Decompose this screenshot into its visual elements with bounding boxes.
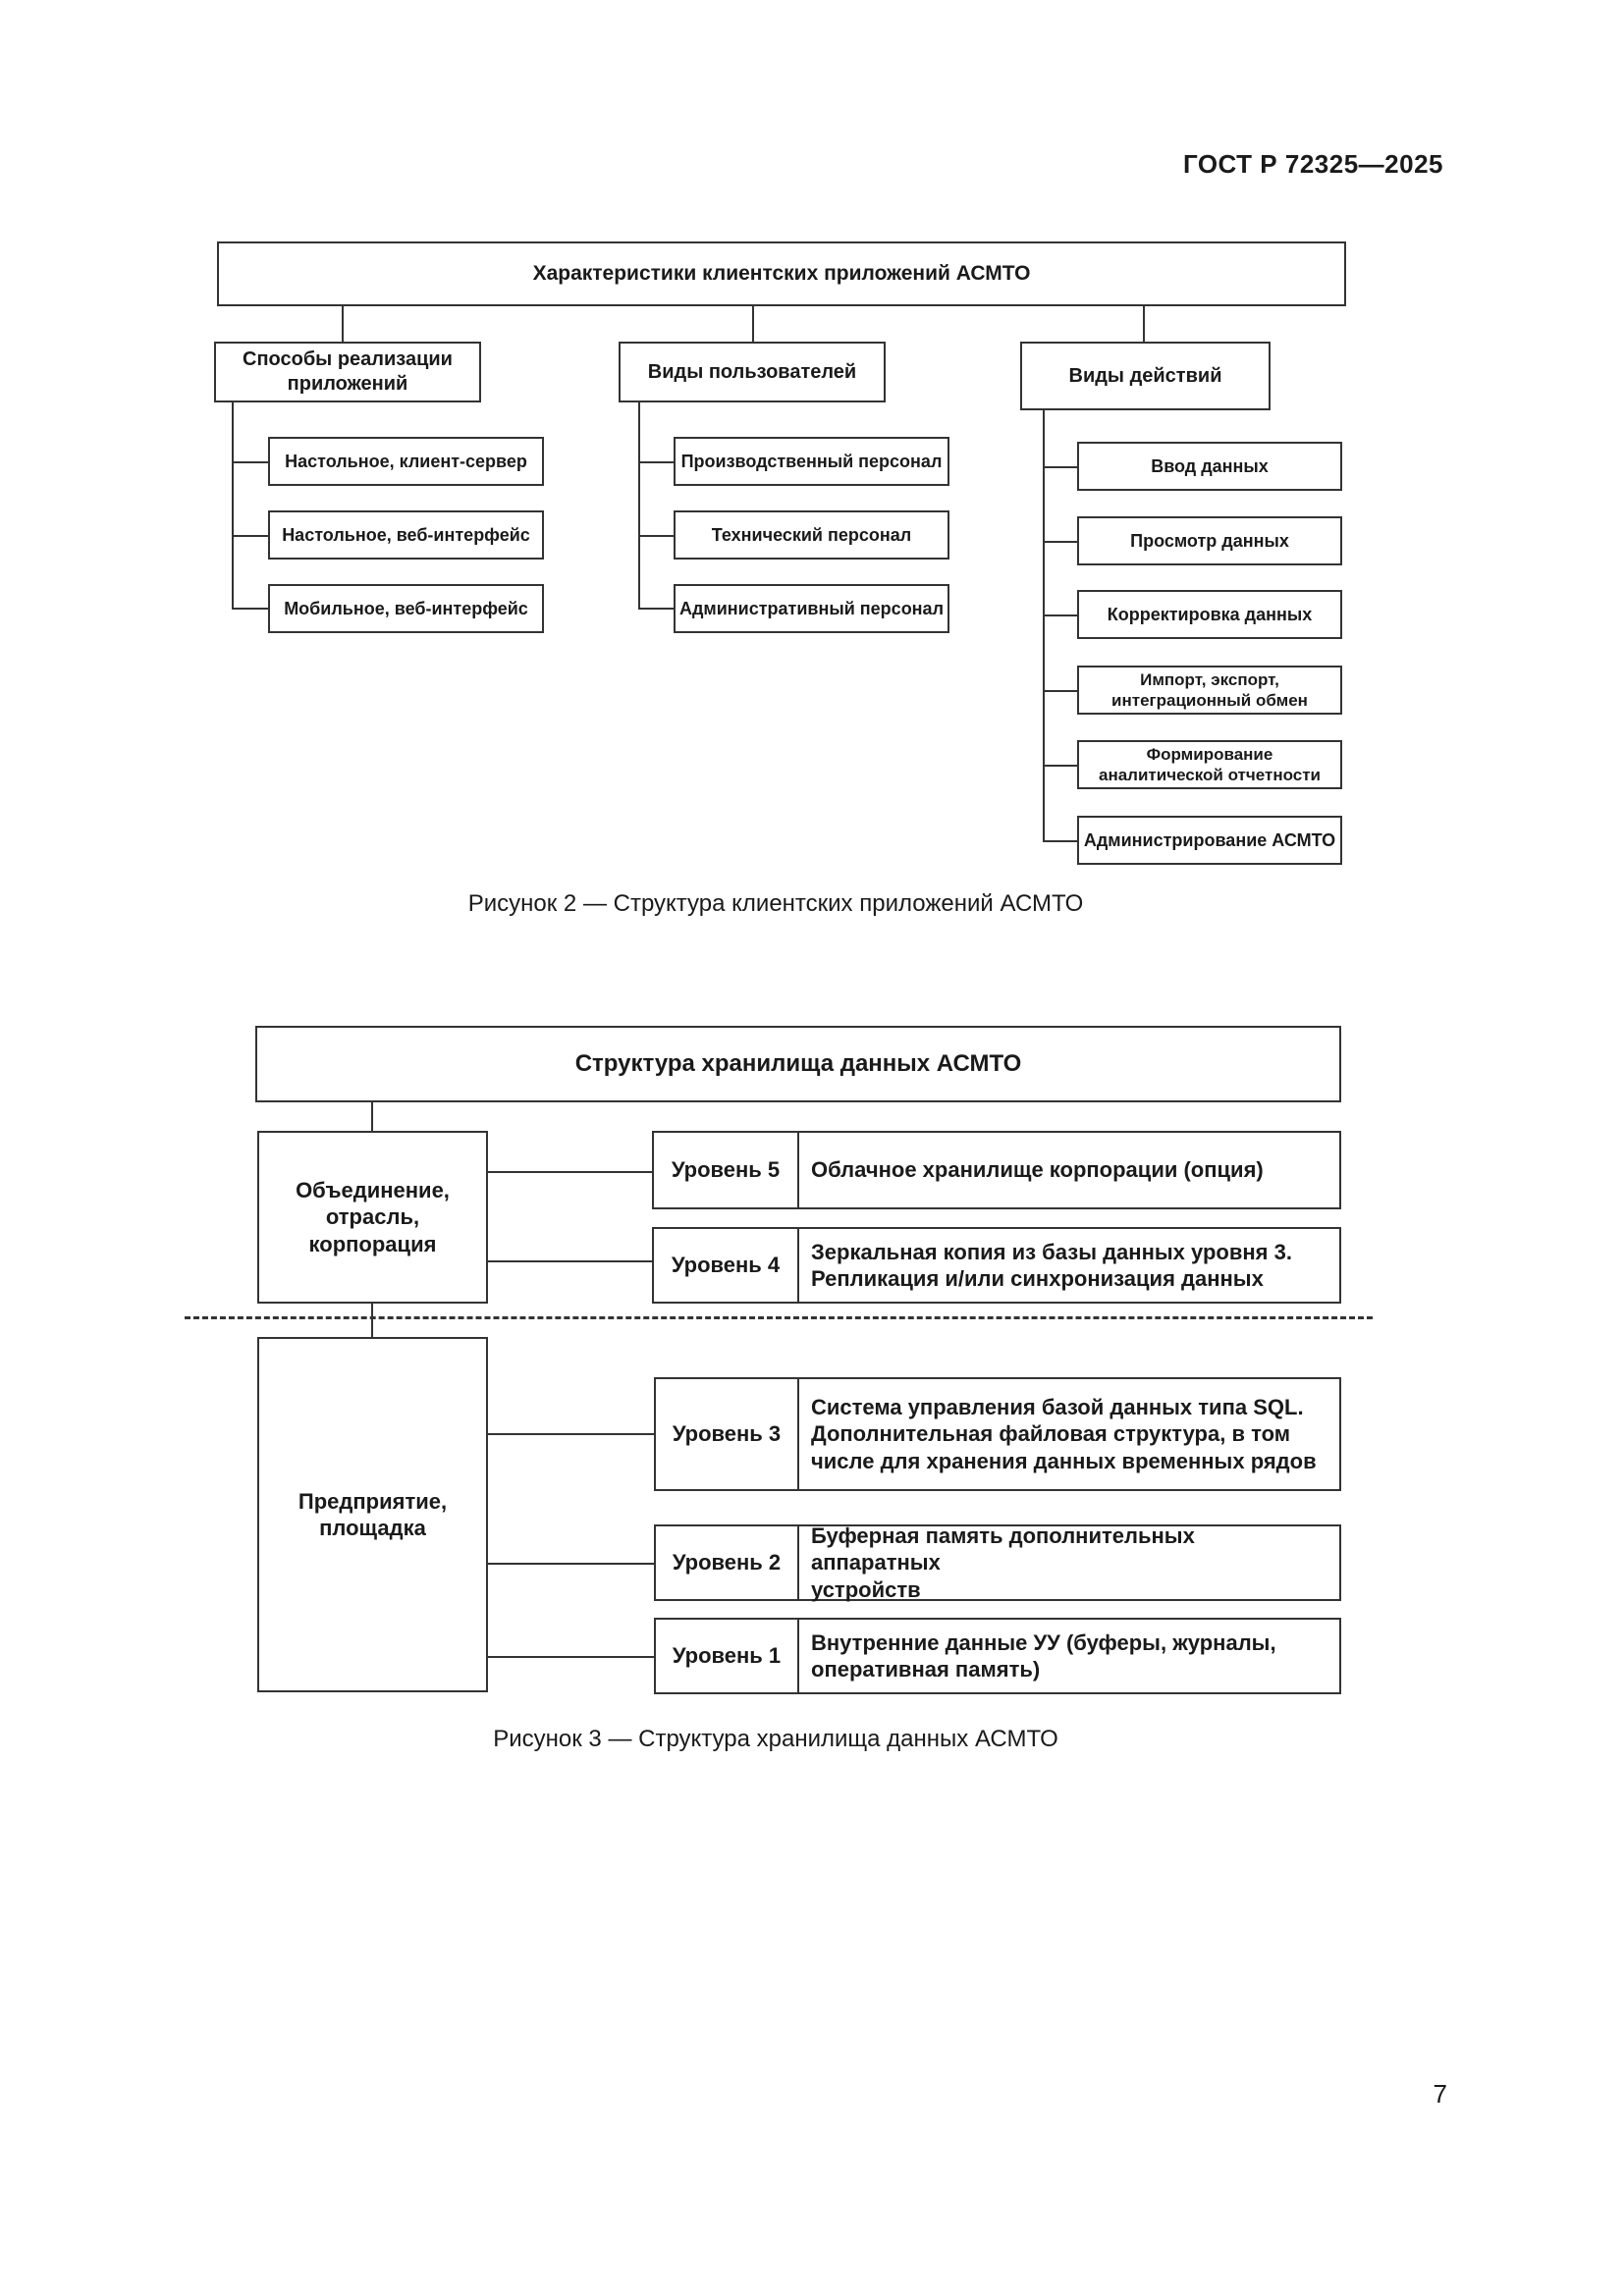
- fig2-col1-item-label: Мобильное, веб-интерфейс: [284, 598, 528, 618]
- fig3-level-label: Уровень 3: [672, 1421, 782, 1447]
- fig3-title: Структура хранилища данных АСМТО: [574, 1050, 1022, 1077]
- fig3-level-label-box: Уровень 4: [652, 1227, 799, 1304]
- fig2-title-box: Характеристики клиентских приложений АСМ…: [217, 241, 1346, 306]
- connector: [1043, 765, 1078, 767]
- fig3-level-desc: Буферная память дополнительных аппаратны…: [811, 1522, 1195, 1602]
- connector: [488, 1563, 655, 1565]
- fig2-col3-item-label: Просмотр данных: [1130, 530, 1289, 551]
- connector: [1043, 840, 1078, 842]
- fig3-level-desc: Внутренние данные УУ (буферы, журналы, о…: [811, 1629, 1276, 1682]
- fig3-level-desc: Облачное хранилище корпорации (опция): [811, 1157, 1264, 1183]
- fig3-level-label: Уровень 4: [671, 1253, 781, 1278]
- connector: [638, 402, 640, 609]
- connector: [488, 1433, 655, 1435]
- fig2-col1-heading-box: Способы реализации приложений: [214, 342, 481, 402]
- connector: [232, 535, 269, 537]
- fig2-col1-item-label: Настольное, клиент-сервер: [285, 451, 527, 471]
- page-number: 7: [1433, 2079, 1447, 2109]
- fig2-col2-item: Технический персонал: [674, 510, 949, 560]
- fig2-col2-item-label: Административный персонал: [678, 598, 945, 618]
- connector: [371, 1102, 373, 1132]
- connector: [1143, 306, 1145, 344]
- fig2-col2-item-label: Технический персонал: [711, 524, 912, 545]
- fig3-level-label: Уровень 1: [672, 1643, 782, 1669]
- fig3-level-desc-box: Внутренние данные УУ (буферы, журналы, о…: [797, 1618, 1341, 1694]
- fig3-level-desc: Система управления базой данных типа SQL…: [811, 1394, 1317, 1473]
- connector: [342, 306, 344, 344]
- connector: [232, 461, 269, 463]
- connector: [232, 608, 269, 610]
- connector: [371, 1304, 373, 1337]
- fig2-col1-item: Настольное, веб-интерфейс: [268, 510, 544, 560]
- fig2-col3-item-label: Формирование аналитической отчетности: [1099, 744, 1321, 784]
- fig2-col3-item: Администрирование АСМТО: [1077, 816, 1342, 865]
- connector: [1043, 614, 1078, 616]
- fig2-title: Характеристики клиентских приложений АСМ…: [532, 261, 1031, 285]
- fig2-col1-heading: Способы реализации приложений: [243, 348, 453, 395]
- fig3-level-desc-box: Зеркальная копия из базы данных уровня 3…: [797, 1227, 1341, 1304]
- fig3-level-desc-box: Система управления базой данных типа SQL…: [797, 1377, 1341, 1491]
- fig2-col3-heading-box: Виды действий: [1020, 342, 1271, 410]
- connector: [1043, 466, 1078, 468]
- fig2-col2-heading: Виды пользователей: [647, 360, 857, 383]
- fig3-level-desc-box: Буферная память дополнительных аппаратны…: [797, 1522, 1341, 1602]
- fig2-col3-item: Просмотр данных: [1077, 516, 1342, 565]
- connector: [488, 1260, 653, 1262]
- connector: [638, 461, 675, 463]
- fig2-col1-item: Настольное, клиент-сервер: [268, 437, 544, 486]
- fig3-level-desc-box: Облачное хранилище корпорации (опция): [797, 1131, 1341, 1209]
- fig2-col3-item: Корректировка данных: [1077, 590, 1342, 639]
- fig3-level-label-box: Уровень 2: [654, 1524, 799, 1601]
- fig3-group-top: Объединение, отрасль, корпорация: [296, 1177, 450, 1256]
- fig3-level-desc: Зеркальная копия из базы данных уровня 3…: [811, 1239, 1292, 1292]
- separator-dashed-line: [185, 1316, 1373, 1319]
- fig2-col3-item-label: Корректировка данных: [1107, 604, 1313, 624]
- fig2-col3-item: Ввод данных: [1077, 442, 1342, 491]
- connector: [638, 535, 675, 537]
- connector: [638, 608, 675, 610]
- fig2-col3-item: Формирование аналитической отчетности: [1077, 740, 1342, 789]
- fig3-level-label-box: Уровень 3: [654, 1377, 799, 1491]
- connector: [1043, 690, 1078, 692]
- fig2-col2-item: Производственный персонал: [674, 437, 949, 486]
- fig3-level-label-box: Уровень 1: [654, 1618, 799, 1694]
- fig3-group-bottom-box: Предприятие, площадка: [257, 1337, 488, 1692]
- fig3-group-top-box: Объединение, отрасль, корпорация: [257, 1131, 488, 1304]
- fig3-group-bottom: Предприятие, площадка: [298, 1488, 448, 1541]
- connector: [1043, 541, 1078, 543]
- fig2-col3-item-label: Импорт, экспорт, интеграционный обмен: [1111, 669, 1308, 710]
- fig3-caption: Рисунок 3 — Структура хранилища данных А…: [493, 1726, 1058, 1752]
- fig3-level-label-box: Уровень 5: [652, 1131, 799, 1209]
- fig2-col1-item: Мобильное, веб-интерфейс: [268, 584, 544, 633]
- fig2-col3-item-label: Администрирование АСМТО: [1083, 829, 1336, 850]
- fig2-col1-item-label: Настольное, веб-интерфейс: [282, 524, 530, 545]
- fig2-col3-item: Импорт, экспорт, интеграционный обмен: [1077, 666, 1342, 715]
- connector: [752, 306, 754, 344]
- fig2-col2-item: Административный персонал: [674, 584, 949, 633]
- connector: [488, 1171, 653, 1173]
- fig3-level-label: Уровень 2: [672, 1550, 782, 1575]
- document-id-header: ГОСТ Р 72325—2025: [1182, 149, 1443, 179]
- fig3-level-label: Уровень 5: [671, 1157, 781, 1183]
- connector: [1043, 410, 1045, 842]
- fig2-caption: Рисунок 2 — Структура клиентских приложе…: [467, 890, 1084, 917]
- fig2-col3-item-label: Ввод данных: [1151, 455, 1269, 476]
- connector: [488, 1656, 655, 1658]
- fig2-col2-item-label: Производственный персонал: [680, 451, 943, 471]
- fig2-col2-heading-box: Виды пользователей: [619, 342, 886, 402]
- fig3-title-box: Структура хранилища данных АСМТО: [255, 1026, 1341, 1102]
- connector: [232, 402, 234, 609]
- fig2-col3-heading: Виды действий: [1068, 364, 1222, 387]
